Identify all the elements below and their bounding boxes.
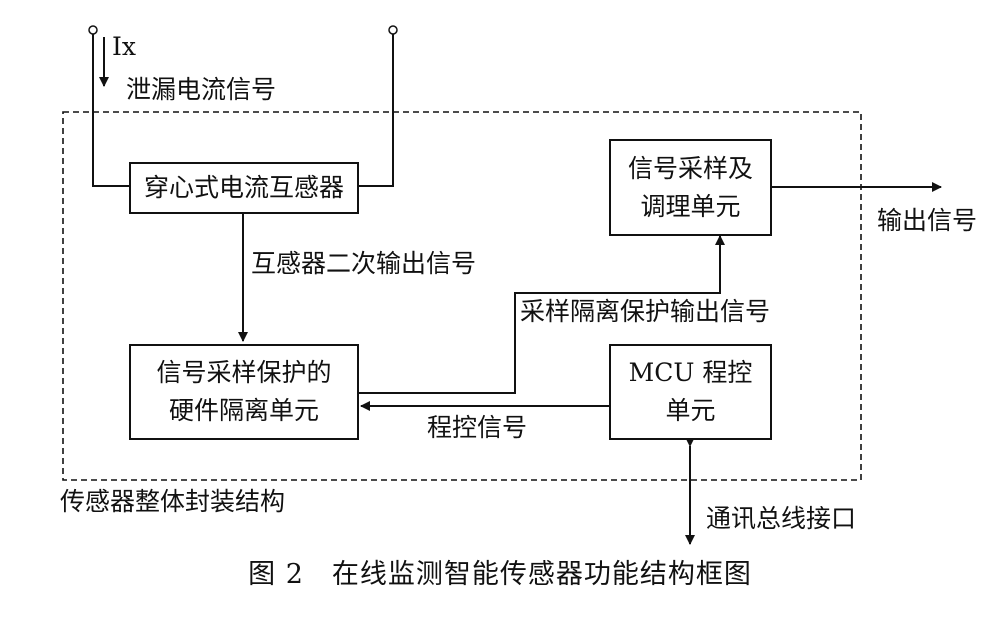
current-transformer-block: 穿心式电流互感器 — [129, 162, 359, 214]
figure-caption: 图 2 在线监测智能传感器功能结构框图 — [248, 559, 752, 590]
current-label: Ix — [112, 32, 136, 61]
package-label: 传感器整体封装结构 — [60, 487, 286, 516]
current-transformer-text: 穿心式电流互感器 — [143, 173, 344, 202]
isolation-unit-line2: 硬件隔离单元 — [168, 396, 319, 425]
mcu-unit-line1: MCU 程控 — [628, 358, 753, 387]
left-conductor — [92, 34, 130, 187]
control-signal-label: 程控信号 — [427, 413, 528, 442]
isolation-unit-line1: 信号采样保护的 — [156, 358, 332, 387]
bus-label: 通讯总线接口 — [706, 504, 857, 533]
right-conductor — [358, 34, 394, 187]
right-terminal — [388, 25, 398, 35]
output-signal-label: 输出信号 — [877, 206, 978, 235]
isolation-to-sampling-arrow — [358, 235, 725, 394]
sampling-conditioning-block: 信号采样及 调理单元 — [609, 139, 772, 236]
sampling-unit-line2: 调理单元 — [640, 191, 741, 221]
mcu-block: MCU 程控 单元 — [609, 344, 772, 440]
left-terminal — [88, 25, 98, 35]
leakage-signal-label: 泄漏电流信号 — [126, 75, 277, 104]
transformer-output-label: 互感器二次输出信号 — [251, 249, 477, 278]
sampling-unit-line1: 信号采样及 — [627, 153, 753, 183]
mcu-unit-line2: 单元 — [665, 396, 716, 425]
isolation-block: 信号采样保护的 硬件隔离单元 — [129, 344, 359, 440]
package-boundary — [62, 111, 862, 481]
isolation-output-label: 采样隔离保护输出信号 — [520, 297, 771, 326]
